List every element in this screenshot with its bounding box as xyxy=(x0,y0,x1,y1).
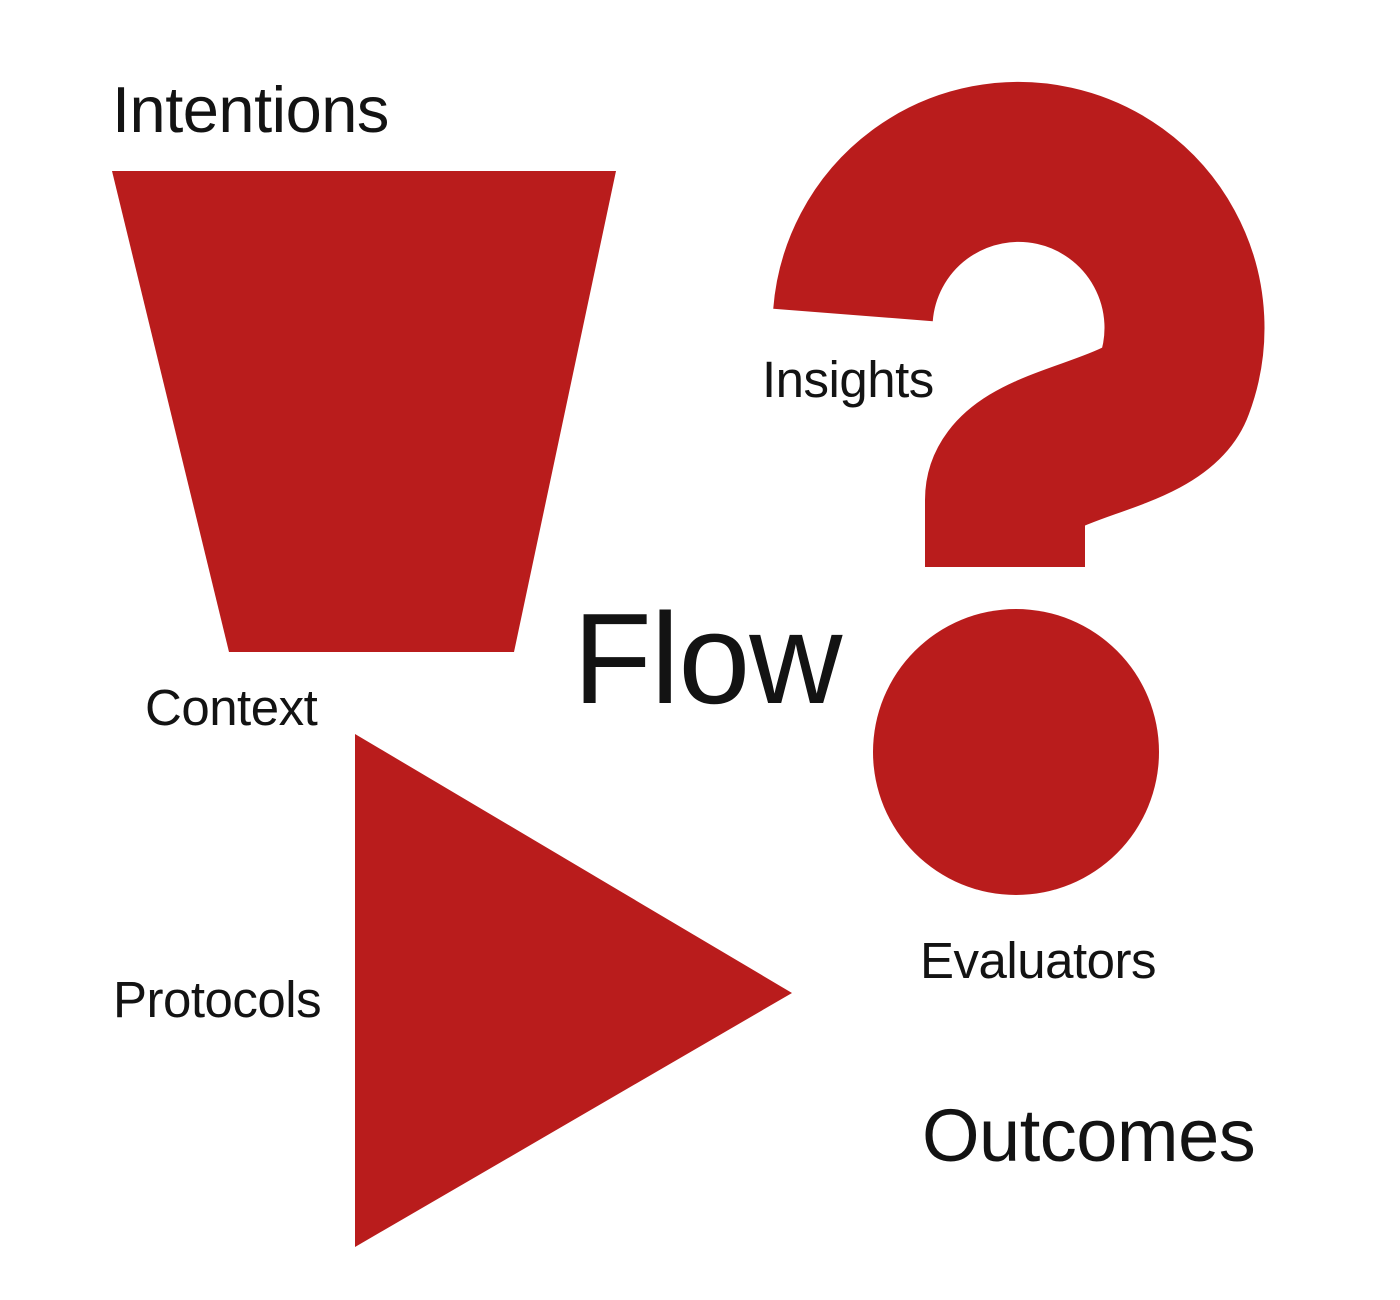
label-insights: Insights xyxy=(762,351,934,408)
funnel-trapezoid-icon xyxy=(112,171,616,652)
question-mark-dot-icon xyxy=(873,609,1159,895)
label-intentions: Intentions xyxy=(112,73,389,146)
play-triangle-icon xyxy=(355,734,792,1247)
label-protocols: Protocols xyxy=(113,971,321,1028)
label-flow: Flow xyxy=(573,587,843,731)
label-outcomes: Outcomes xyxy=(922,1094,1255,1177)
label-context: Context xyxy=(145,679,318,736)
label-evaluators: Evaluators xyxy=(920,932,1156,989)
question-mark-icon xyxy=(773,81,1265,567)
